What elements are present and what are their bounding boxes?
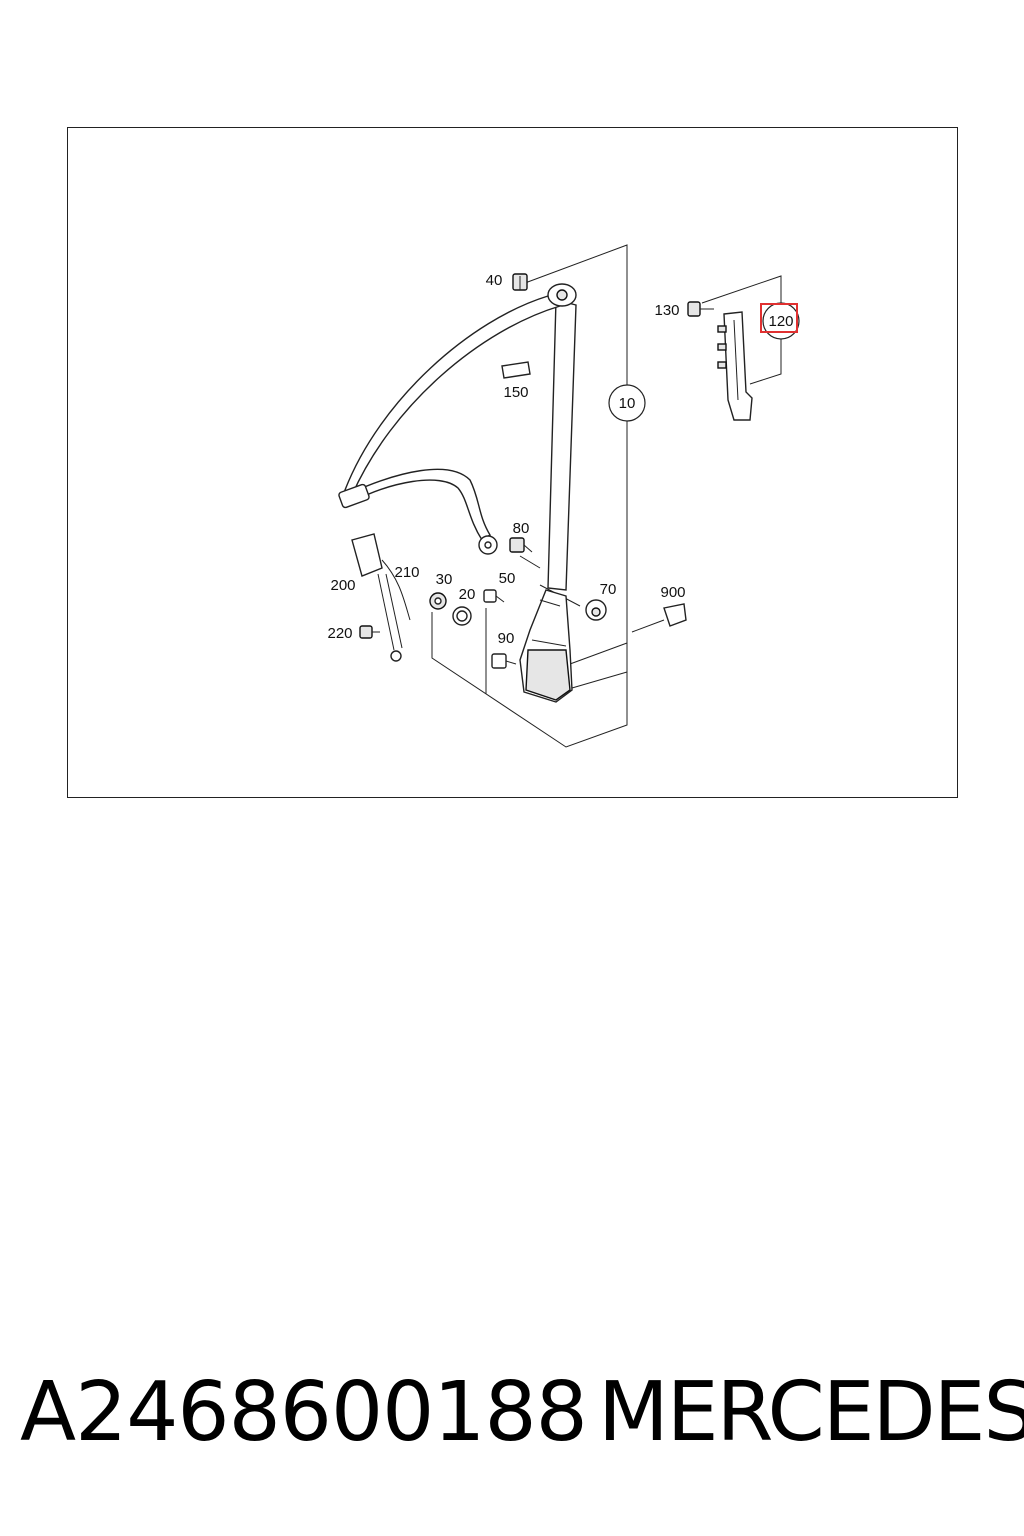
callout-20[interactable]: 20 bbox=[459, 586, 476, 603]
bolt-130-icon bbox=[687, 301, 714, 317]
retractor-icon bbox=[519, 589, 573, 703]
callout-210[interactable]: 210 bbox=[394, 564, 419, 581]
bolt-50-icon bbox=[483, 589, 505, 603]
callout-90[interactable]: 90 bbox=[498, 630, 515, 647]
callout-120-label: 120 bbox=[768, 313, 793, 330]
washer-20-icon bbox=[452, 606, 472, 626]
callout-30[interactable]: 30 bbox=[436, 571, 453, 588]
callout-130[interactable]: 130 bbox=[654, 302, 679, 319]
connector-900-icon bbox=[663, 603, 687, 627]
buckle-200-icon bbox=[351, 533, 403, 662]
callout-40[interactable]: 40 bbox=[486, 272, 503, 289]
callout-150[interactable]: 150 bbox=[503, 384, 528, 401]
bolt-40-icon bbox=[512, 273, 528, 291]
callout-70[interactable]: 70 bbox=[600, 581, 617, 598]
callout-10-label: 10 bbox=[619, 395, 636, 412]
part-number: A2468600188 bbox=[20, 1365, 588, 1460]
callout-900[interactable]: 900 bbox=[660, 584, 685, 601]
height-adjuster-120-icon bbox=[717, 311, 753, 421]
callout-200[interactable]: 200 bbox=[330, 577, 355, 594]
callout-10[interactable]: 10 bbox=[608, 384, 646, 422]
callout-80[interactable]: 80 bbox=[513, 520, 530, 537]
washer-30-icon bbox=[429, 592, 447, 610]
seat-belt-diagram: 10 120 40 130 150 80 210 200 30 20 50 70… bbox=[327, 244, 800, 748]
bolt-80-icon bbox=[509, 537, 533, 553]
upper-anchor bbox=[547, 283, 577, 307]
callout-50[interactable]: 50 bbox=[499, 570, 516, 587]
part-70-icon bbox=[585, 599, 607, 621]
callout-120[interactable]: 120 bbox=[760, 302, 800, 340]
diagram-frame bbox=[67, 127, 958, 798]
callout-220[interactable]: 220 bbox=[327, 625, 352, 642]
bolt-220-icon bbox=[359, 625, 380, 639]
clip-150-icon bbox=[501, 361, 531, 379]
brand-name: MERCEDES bbox=[598, 1365, 1024, 1460]
bolt-90-icon bbox=[491, 653, 517, 669]
cable-210-icon bbox=[381, 559, 411, 621]
callout-120-highlight bbox=[760, 303, 798, 333]
